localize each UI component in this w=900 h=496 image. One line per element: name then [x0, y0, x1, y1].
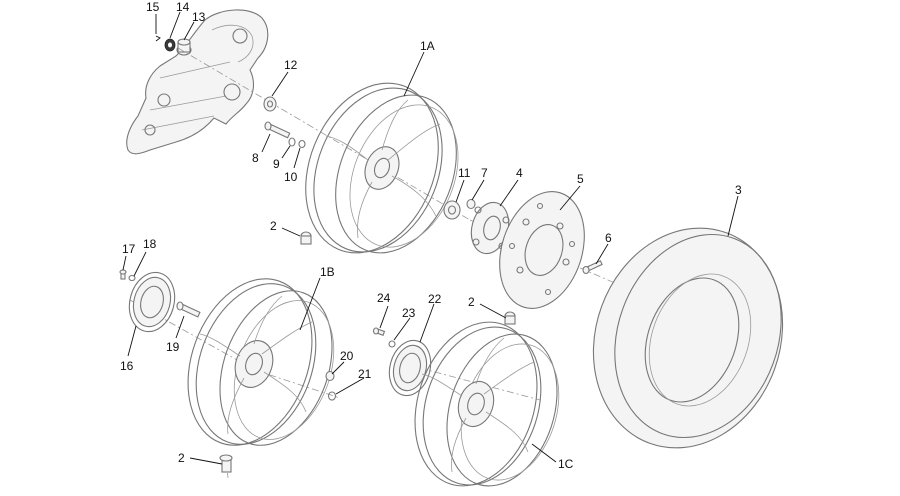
tyre-3: [592, 227, 784, 449]
callout-5: 5: [577, 172, 584, 186]
nut-7: [466, 198, 476, 210]
callout-7: 7: [481, 166, 488, 180]
bolt-19: [176, 301, 201, 318]
valve-2-right: [504, 311, 516, 325]
brake-disc-5: [499, 191, 585, 309]
callout-16: 16: [120, 359, 134, 373]
callout-1C: 1C: [558, 457, 574, 471]
bearing-14: [164, 38, 176, 52]
callout-12: 12: [284, 58, 298, 72]
swingarm-bracket: [126, 9, 269, 155]
callout-4: 4: [516, 166, 523, 180]
wheel-1B: [187, 278, 335, 446]
callout-9: 9: [273, 157, 280, 171]
callout-20: 20: [340, 349, 354, 363]
valve-2-top: [300, 231, 312, 245]
callout-14: 14: [176, 0, 190, 14]
washer-9: [288, 137, 296, 147]
bushing-13: [176, 38, 192, 56]
callout-21: 21: [358, 367, 372, 381]
clip-15: [155, 35, 161, 42]
callout-24: 24: [377, 291, 391, 305]
callout-labels: 1A 1B 1C 2 2 2 3 4 5 6 7 8 9 10 11 12 13…: [120, 0, 742, 471]
callout-3: 3: [735, 183, 742, 197]
callout-2-bottom: 2: [178, 451, 185, 465]
callout-10: 10: [284, 170, 298, 184]
callout-1A: 1A: [420, 39, 435, 53]
callout-6: 6: [605, 231, 612, 245]
washer-21: [327, 391, 337, 401]
callout-8: 8: [252, 151, 259, 165]
tone-ring-22: [388, 339, 432, 397]
washer-10: [298, 139, 306, 149]
screw-24: [372, 327, 386, 336]
wheel-1A: [305, 82, 459, 254]
leader-lines: [122, 11, 739, 465]
callout-1B: 1B: [320, 265, 335, 279]
spacer-11: [443, 200, 461, 220]
bolt-6: [582, 260, 603, 275]
callout-23: 23: [402, 306, 416, 320]
callout-19: 19: [166, 340, 180, 354]
callout-22: 22: [428, 292, 442, 306]
callout-13: 13: [192, 10, 206, 24]
valve-2-bottom: [219, 454, 233, 473]
tone-ring-16: [128, 271, 176, 333]
callout-17: 17: [122, 242, 136, 256]
callout-15: 15: [146, 0, 160, 14]
washer-23: [388, 340, 396, 348]
callout-2-top: 2: [270, 219, 277, 233]
callout-11: 11: [458, 166, 471, 180]
callout-2-right: 2: [468, 295, 475, 309]
callout-18: 18: [143, 237, 157, 251]
bolt-8: [264, 121, 291, 139]
washer-18: [128, 274, 136, 282]
wheel-1C: [414, 321, 560, 487]
screw-17: [119, 269, 127, 280]
disc-carrier-4: [470, 201, 510, 255]
nut-12: [263, 96, 277, 112]
